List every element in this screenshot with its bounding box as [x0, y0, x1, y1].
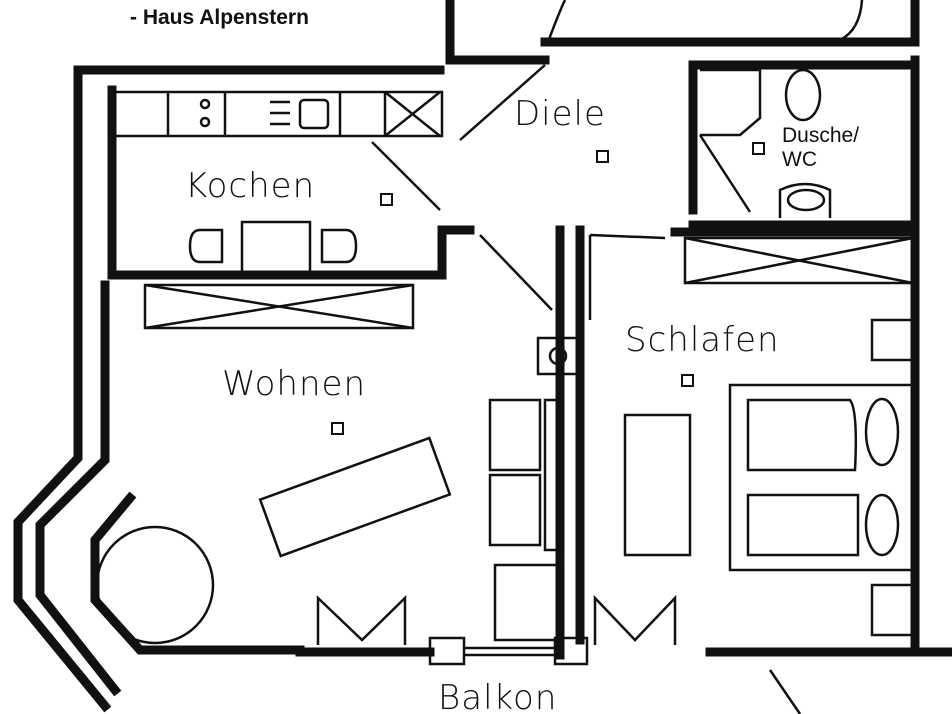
room-label-dusche: Dusche/ — [782, 124, 860, 147]
walls — [13, 0, 952, 713]
room-label-schlafen: Schlafen — [625, 320, 780, 360]
room-label-balkon: Balkon — [438, 678, 558, 714]
thin-lines — [95, 0, 915, 714]
room-label-dusche-wc: Dusche/ WC — [782, 124, 859, 172]
room-label-wc: WC — [782, 148, 817, 171]
house-title: - Haus Alpenstern — [130, 6, 309, 29]
room-label-kochen: Kochen — [185, 166, 316, 206]
room-markers — [331, 142, 765, 435]
room-label-diele: Diele — [514, 94, 606, 134]
room-label-wohnen: Wohnen — [222, 364, 366, 404]
